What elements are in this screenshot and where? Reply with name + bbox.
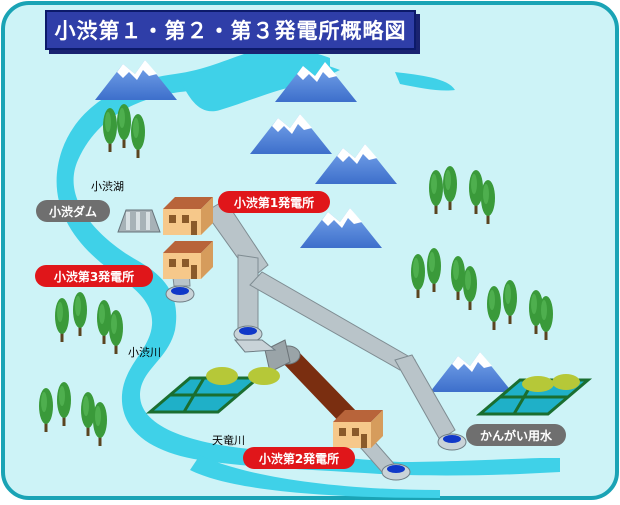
tenryu-river-label: 天竜川 [212, 434, 245, 447]
weir-structure [233, 339, 277, 353]
lake-label: 小渋湖 [91, 180, 124, 193]
river-tail [395, 72, 455, 91]
rice-field-icon [148, 367, 590, 416]
tenryu-lower [190, 455, 440, 498]
plant2-label: 小渋第2発電所 [243, 447, 355, 469]
plant3-label: 小渋第3発電所 [35, 265, 153, 287]
plant1-label: 小渋第1発電所 [218, 191, 330, 213]
dam-icon [117, 209, 161, 233]
koshibu-river-label: 小渋川 [128, 346, 161, 359]
title-banner: 小渋第１・第２・第３発電所概略図 [45, 10, 416, 50]
page-title: 小渋第１・第２・第３発電所概略図 [54, 19, 407, 43]
irrigation-label: かんがい用水 [466, 424, 566, 446]
dam-label: 小渋ダム [36, 200, 110, 222]
